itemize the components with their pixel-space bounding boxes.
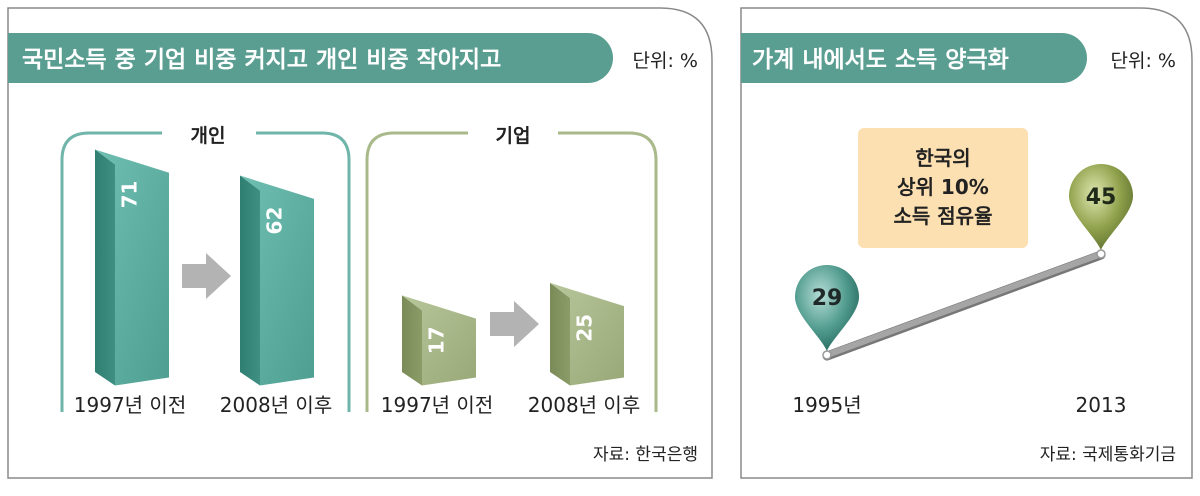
right-unit-label: 단위: % <box>1111 50 1176 72</box>
left-source-label: 자료: 한국은행 <box>593 445 698 465</box>
annotation-line-3: 소득 점유율 <box>894 204 993 228</box>
personal-bar-1997-front <box>95 149 169 386</box>
corporate-bar-1997: 17 <box>402 295 476 386</box>
pin-1995-marker-icon <box>795 265 859 351</box>
personal-arrow-icon <box>182 253 231 299</box>
personal-bar-2008-front <box>240 175 314 386</box>
personal-group-bracket <box>60 131 351 412</box>
corporate-category-1997: 1997년 이전 <box>381 393 493 417</box>
corporate-bar-1997-value: 17 <box>425 326 449 354</box>
corporate-arrow-icon <box>490 301 539 347</box>
annotation-line-2: 상위 10% <box>897 175 989 199</box>
right-title-banner <box>741 33 1087 83</box>
pin-2013-value: 45 <box>1086 185 1117 210</box>
right-chart-title: 가계 내에서도 소득 양극화 <box>752 47 1009 73</box>
personal-category-2008: 2008년 이후 <box>220 393 332 417</box>
pin-1995-value: 29 <box>812 286 843 311</box>
x-label-2013: 2013 <box>1076 393 1127 417</box>
personal-bar-1997-side <box>95 149 115 386</box>
left-panel-frame <box>7 7 713 479</box>
pin-1995: 29 <box>795 265 859 351</box>
personal-bar-1997-value: 71 <box>118 181 142 209</box>
trend-line <box>824 251 1104 358</box>
pin-2013-marker-icon <box>1069 164 1133 250</box>
point-2013 <box>1096 249 1106 259</box>
annotation-box <box>858 128 1028 248</box>
corporate-bar-2008-value: 25 <box>573 314 597 342</box>
corporate-bar-2008-front <box>550 282 624 386</box>
corporate-bar-2008: 25 <box>550 282 624 386</box>
personal-bar-2008-value: 62 <box>263 207 287 235</box>
personal-bar-2008-side <box>240 175 260 386</box>
corporate-group-label: 기업 <box>496 125 531 147</box>
right-source-label: 자료: 국제통화기금 <box>1040 445 1176 465</box>
point-1995 <box>822 350 832 360</box>
corporate-category-2008: 2008년 이후 <box>528 393 640 417</box>
x-label-1995: 1995년 <box>792 393 861 417</box>
annotation-line-1: 한국의 <box>915 146 970 170</box>
personal-group-label: 개인 <box>191 125 226 147</box>
corporate-group-bracket <box>365 131 658 412</box>
pin-2013: 45 <box>1069 164 1133 250</box>
corporate-bar-1997-side <box>402 295 422 386</box>
left-chart-title: 국민소득 중 기업 비중 커지고 개인 비중 작아지고 <box>22 47 501 73</box>
personal-bar-2008: 62 <box>240 175 314 386</box>
corporate-bar-1997-front <box>402 295 476 386</box>
personal-bar-1997: 71 <box>95 149 169 386</box>
personal-category-1997: 1997년 이전 <box>74 393 186 417</box>
left-unit-label: 단위: % <box>633 50 698 72</box>
corporate-bar-2008-side <box>550 282 570 386</box>
left-title-banner <box>8 33 613 83</box>
